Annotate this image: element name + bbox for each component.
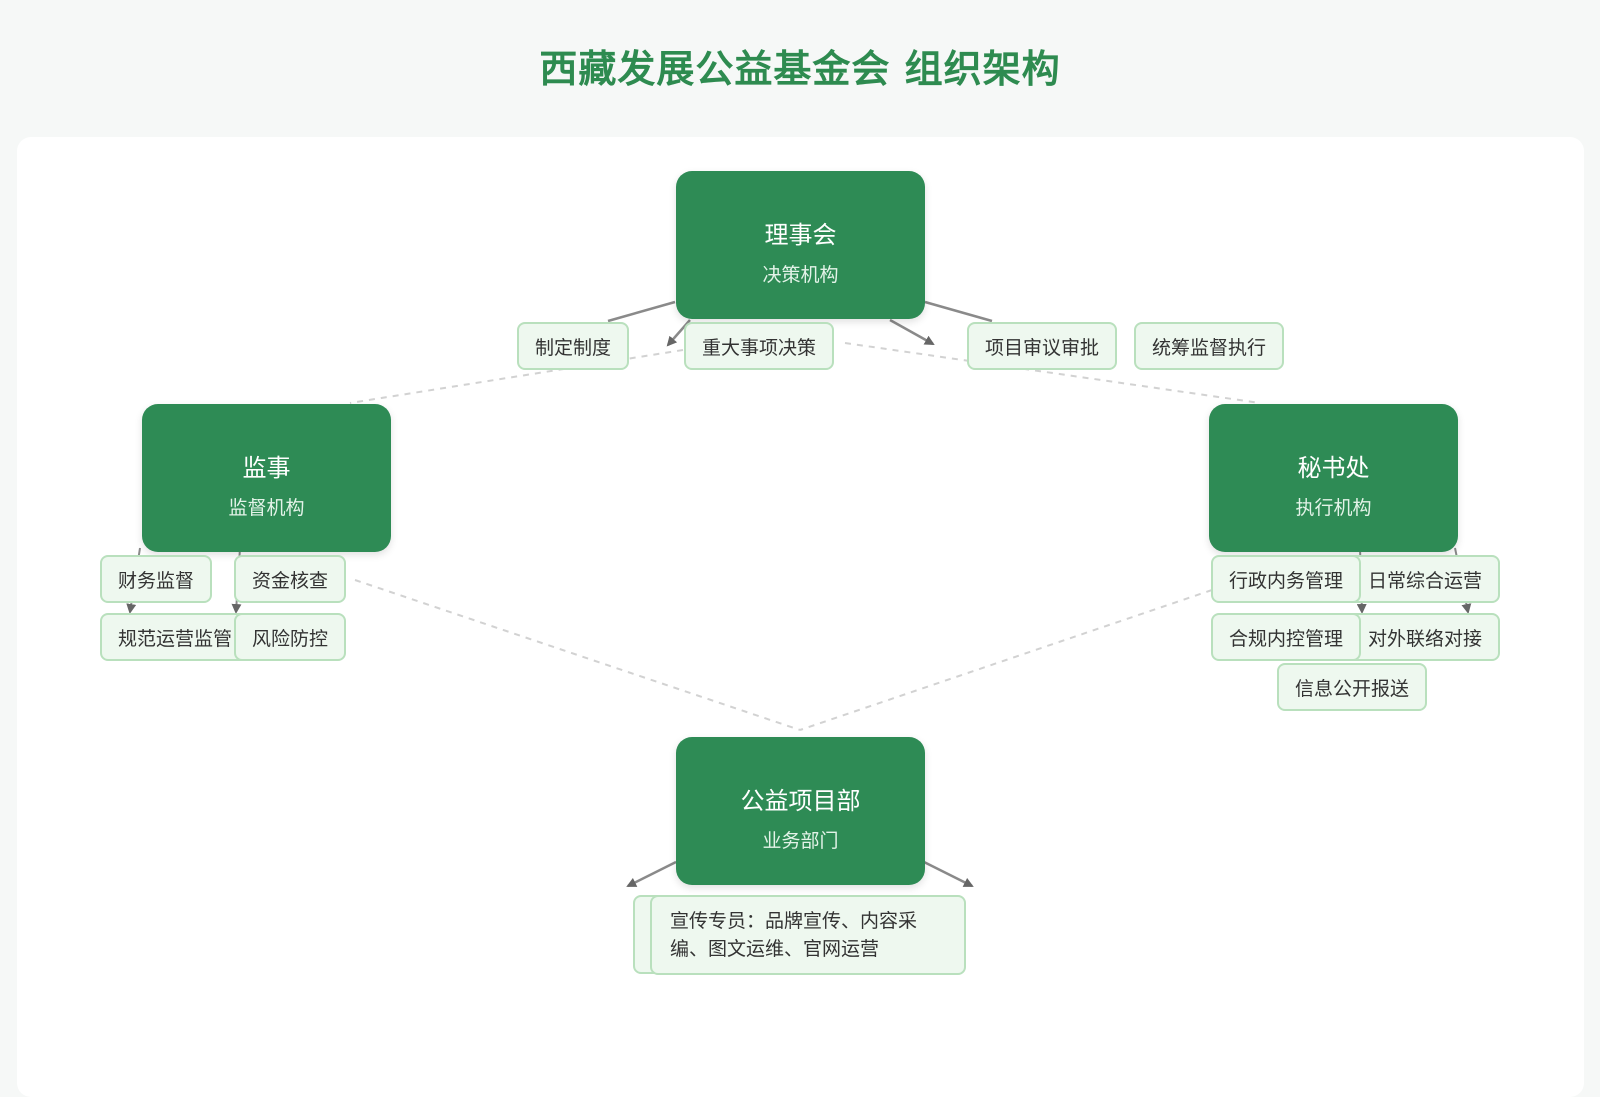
duty-secretariat-2: 日常综合运营 [1346,555,1500,603]
duty-secretariat-4: 对外联络对接 [1346,613,1500,661]
duty-council-2: 重大事项决策 [684,322,835,370]
dashed-link-secretariat-project [799,589,1213,731]
duty-secretariat-5: 信息公开报送 [1277,663,1428,711]
arrow-council-approve [889,318,935,346]
node-supervisor-role: 监督机构 [228,497,305,519]
duty-secretariat-3: 合规内控管理 [1211,613,1362,661]
node-supervisor[interactable]: 监事 监督机构 [142,404,391,552]
arrow-project-right [923,860,974,888]
dashed-link-council-supervisor [349,349,684,404]
node-supervisor-name: 监事 [242,454,291,482]
duty-supervisor-4: 风险防控 [234,613,347,661]
node-secretariat-name: 秘书处 [1297,454,1370,482]
dashed-link-council-secretariat [844,342,1261,404]
node-council-name: 理事会 [764,221,837,249]
duty-secretariat-1: 行政内务管理 [1211,555,1362,603]
arrow-council-right [924,300,993,323]
node-project-name: 公益项目部 [740,787,861,815]
node-project-role: 业务部门 [762,830,839,852]
arrow-council-left [607,300,676,323]
duty-supervisor-2: 资金核查 [234,555,347,603]
page-title: 西藏发展公益基金会 组织架构 [539,47,1061,91]
node-council[interactable]: 理事会 决策机构 [676,171,925,319]
dashed-link-supervisor-project [354,579,801,731]
duty-council-1: 制定制度 [517,322,630,370]
duty-supervisor-3: 规范运营监管 [100,613,251,661]
duty-project-1: 宣传专员：品牌宣传、内容采编、图文运维、官网运营 [650,895,966,975]
arrow-project-left [626,860,677,888]
duty-supervisor-1: 财务监督 [100,555,213,603]
node-council-role: 决策机构 [762,264,839,286]
node-secretariat-role: 执行机构 [1295,497,1372,519]
duty-council-4: 统筹监督执行 [1134,322,1285,370]
node-secretariat[interactable]: 秘书处 执行机构 [1209,404,1458,552]
duty-council-3: 项目审议审批 [967,322,1118,370]
node-project[interactable]: 公益项目部 业务部门 [676,737,925,885]
